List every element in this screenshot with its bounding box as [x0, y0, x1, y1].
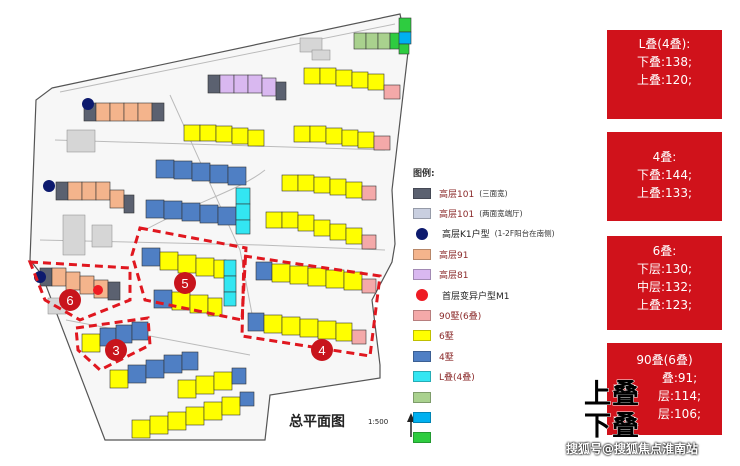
legend-label: 4墅 — [439, 352, 454, 363]
svg-text:4: 4 — [318, 343, 325, 358]
plan-scale: 1:500 — [368, 418, 389, 426]
legend-label: 6墅 — [439, 332, 454, 343]
legend-item: 高层K1户型 (1-2F阳台在南侧) — [413, 224, 588, 244]
villa-row-blue-1 — [155, 159, 247, 186]
info-line: 上叠:120; — [637, 73, 692, 87]
legend-item: L叠(4叠) — [413, 367, 588, 387]
villa-row-lower-3 — [177, 367, 247, 399]
legend-rows: 高层101(三面宽)高层101(两面宽端厅)高层K1户型(1-2F阳台在南侧)高… — [413, 183, 588, 448]
info-line: 中层:132; — [637, 280, 692, 294]
upper-stack-overlay: 上叠 — [584, 379, 640, 411]
legend-swatch — [413, 411, 431, 423]
svg-text:3: 3 — [112, 343, 119, 358]
legend-item: 高层101 (两面宽端厅) — [413, 203, 588, 223]
legend-swatch — [413, 248, 431, 260]
highrise-block-4 — [207, 74, 287, 101]
info-line: 层:114; — [658, 389, 701, 403]
legend-item: 首层变异户型M1 — [413, 285, 588, 305]
zone-badge-4: 4 — [311, 339, 333, 361]
legend-label: 高层91 — [439, 250, 469, 261]
legend-swatch — [413, 391, 431, 403]
lower-stack-overlay: 下叠 — [584, 411, 640, 443]
villa-row-yellow-4 — [281, 174, 377, 201]
villa-row-yellow-1 — [303, 67, 401, 100]
highrise-block-3 — [39, 267, 121, 301]
legend-item: 90墅(6叠) — [413, 305, 588, 325]
legend-title: 图例: — [413, 169, 435, 179]
legend-label: 高层K1户型 — [442, 230, 490, 241]
info-line: L叠(4叠): — [638, 37, 691, 51]
info-line: 90叠(6叠) — [636, 353, 693, 367]
info-line: 上叠:123; — [637, 298, 692, 312]
legend-note: (1-2F阳台在南侧) — [494, 229, 555, 239]
legend-item — [413, 387, 588, 407]
legend-item: 高层91 — [413, 244, 588, 264]
legend-label: 高层101 — [439, 189, 475, 200]
legend-label: L叠(4叠) — [439, 373, 475, 384]
info-box-l-stack: L叠(4叠): 下叠:138; 上叠:120; — [607, 30, 722, 119]
ancillary-buildings — [47, 37, 331, 315]
legend-swatch — [413, 187, 431, 199]
villa-row-yellow-2 — [183, 124, 265, 147]
info-box-6-stack: 6叠: 下层:130; 中层:132; 上叠:123; — [607, 236, 722, 330]
info-box-4-stack: 4叠: 下叠:144; 上叠:133; — [607, 132, 722, 221]
watermark: 搜狐号@搜狐焦点淮南站 — [566, 442, 699, 456]
zone-badge-6: 6 — [59, 289, 81, 311]
info-line: 下层:130; — [637, 262, 692, 276]
svg-text:5: 5 — [181, 276, 188, 291]
villa-row-zone5-a — [141, 247, 227, 279]
legend-swatch — [413, 269, 431, 281]
legend-label: 首层变异户型M1 — [442, 291, 510, 302]
info-box-90-villa: 90叠(6叠) 叠:91; 层:114; 层:106; — [607, 343, 722, 435]
legend-note: (三面宽) — [479, 188, 508, 198]
plan-title: 总平面图 — [289, 414, 345, 430]
info-line: 4叠: — [652, 150, 677, 164]
villa-row-zone4-a — [255, 261, 377, 294]
info-line: 下叠:138; — [637, 55, 692, 69]
legend: 图例: 高层101 (三面宽) 高层101 (两面宽端厅) 高层K1户型 (1-2F阳台在… — [413, 166, 588, 448]
green-building-group — [353, 17, 412, 55]
villa-row-lower-1 — [109, 351, 199, 389]
legend-swatch — [413, 432, 431, 444]
legend-swatch — [413, 350, 431, 362]
highrise-block-2 — [55, 181, 135, 214]
roads — [39, 23, 396, 356]
legend-swatch — [413, 371, 431, 383]
info-line: 上叠:133; — [637, 186, 692, 200]
info-line: 层:106; — [658, 407, 701, 421]
zone-badge-5: 5 — [174, 272, 196, 294]
legend-item — [413, 428, 588, 448]
legend-swatch — [416, 289, 428, 302]
legend-item: 4墅 — [413, 346, 588, 366]
legend-item: 高层101 (三面宽) — [413, 183, 588, 203]
legend-swatch — [413, 330, 431, 342]
l-stack-cyan-2 — [223, 259, 237, 307]
legend-label: 高层101 — [439, 210, 475, 221]
legend-swatch — [413, 310, 431, 322]
villa-row-lower-2 — [131, 391, 255, 439]
villa-row-blue-2 — [145, 199, 237, 226]
svg-text:6: 6 — [66, 293, 73, 308]
legend-label: 高层81 — [439, 271, 469, 282]
legend-item: 6墅 — [413, 326, 588, 346]
legend-item — [413, 407, 588, 427]
info-line: 下叠:144; — [637, 168, 692, 182]
legend-note: (两面宽端厅) — [479, 209, 523, 219]
zone-outlines — [27, 226, 382, 372]
zone-badge-3: 3 — [105, 339, 127, 361]
l-stack-cyan-1 — [235, 187, 251, 235]
legend-swatch — [416, 227, 428, 240]
info-line: 6叠: — [652, 244, 677, 258]
legend-swatch — [413, 208, 431, 220]
m1-marker — [93, 285, 103, 295]
info-line: 叠:91; — [661, 371, 698, 385]
villa-row-yellow-3 — [293, 125, 391, 151]
legend-label: 90墅(6叠) — [439, 312, 482, 323]
highrise-block-1 — [83, 102, 165, 122]
villa-row-yellow-5 — [265, 211, 377, 250]
legend-item: 高层81 — [413, 265, 588, 285]
villa-row-zone4-b — [247, 312, 367, 345]
